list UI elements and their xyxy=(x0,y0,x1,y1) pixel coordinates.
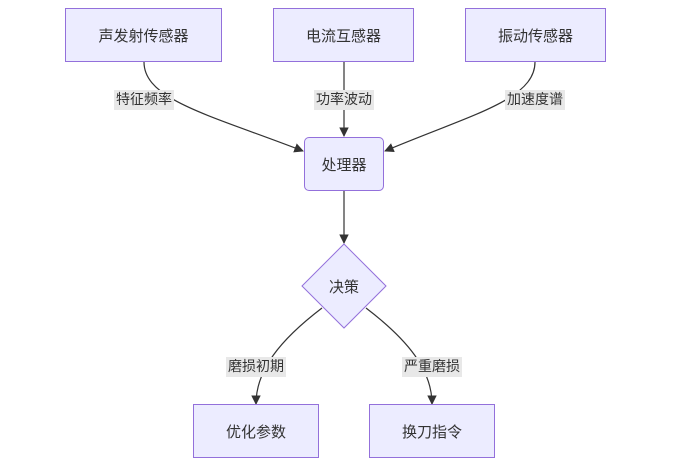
edge-vibration-to-processor xyxy=(384,61,536,153)
node-acoustic-emission-sensor: 声发射传感器 xyxy=(65,8,222,62)
edge-decision-to-toolchange xyxy=(365,307,437,405)
edge-decision-to-optimize xyxy=(251,307,323,405)
node-decision: 决策 xyxy=(301,243,387,329)
node-processor: 处理器 xyxy=(304,137,384,191)
edge-label-severe-wear: 严重磨损 xyxy=(402,357,462,377)
edge-label-power-fluctuation: 功率波动 xyxy=(314,90,374,110)
node-optimize-parameters: 优化参数 xyxy=(193,404,319,458)
decision-diamond-shape xyxy=(301,243,387,329)
edge-acoustic-to-processor xyxy=(143,61,304,153)
node-current-transformer: 电流互感器 xyxy=(273,8,414,62)
edge-label-early-wear: 磨损初期 xyxy=(226,357,286,377)
edge-label-feature-frequency: 特征频率 xyxy=(114,90,174,110)
edge-label-acceleration-spectrum: 加速度谱 xyxy=(505,90,565,110)
node-tool-change-command: 换刀指令 xyxy=(369,404,495,458)
decision-label: 决策 xyxy=(328,277,359,296)
node-vibration-sensor: 振动传感器 xyxy=(465,8,606,62)
